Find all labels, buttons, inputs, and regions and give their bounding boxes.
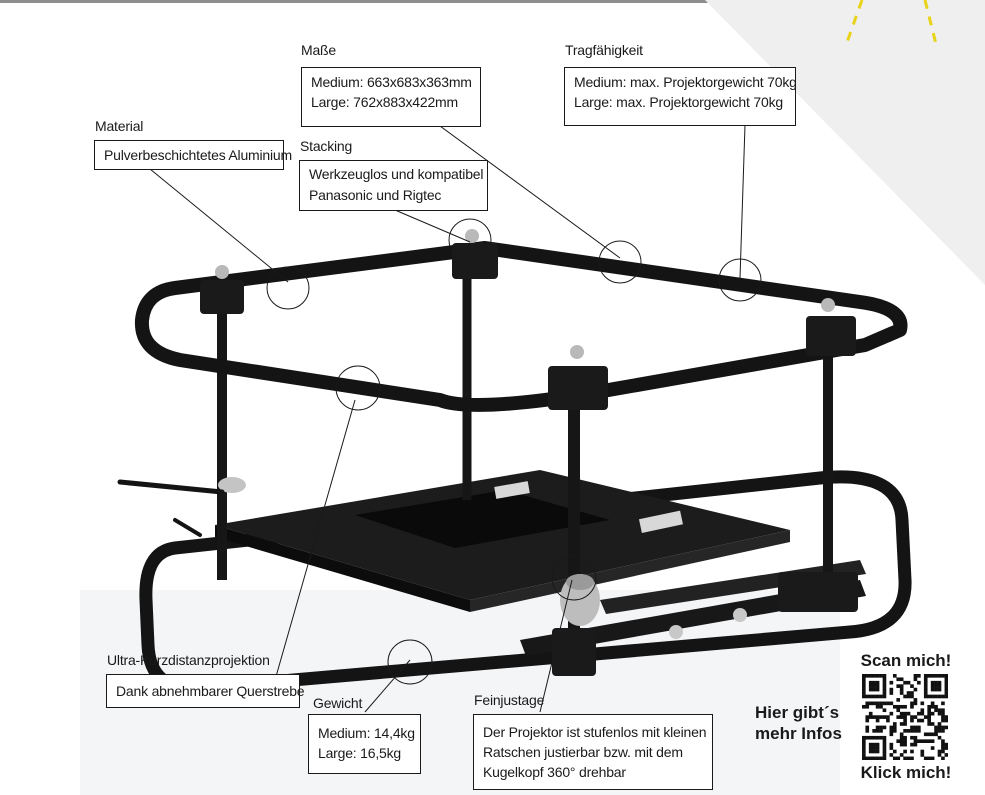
gewicht-line-medium: Medium: 14,4kg xyxy=(318,725,415,741)
feinjustage-line-3: Kugelkopf 360° drehbar xyxy=(483,764,626,780)
tragfaehigkeit-line-large: Large: max. Projektorgewicht 70kg xyxy=(574,94,783,110)
accent-ray-right xyxy=(923,0,939,49)
detail-markers xyxy=(266,218,762,685)
tragfaehigkeit-line-medium: Medium: max. Projektorgewicht 70kg xyxy=(574,74,797,90)
info-text: Hier gibt´s mehr Infos xyxy=(755,702,850,744)
qr-code-icon xyxy=(862,674,949,761)
gewicht-callout: Medium: 14,4kg Large: 16,5kg xyxy=(308,714,421,774)
feinjustage-line-2: Ratschen justierbar bzw. mit dem xyxy=(483,744,683,760)
ultra-callout: Dank abnehmbarer Querstrebe xyxy=(106,674,305,708)
masse-callout: Medium: 663x683x363mm Large: 762x883x422… xyxy=(301,67,481,127)
background-shape xyxy=(705,0,985,285)
ultra-title: Ultra-Kurzdistanzprojektion xyxy=(107,652,270,668)
stacking-line-1: Werkzeuglos und kompatibel xyxy=(309,166,484,182)
scan-label: Scan mich! xyxy=(860,651,952,670)
info-line-2: mehr Infos xyxy=(755,724,842,743)
material-callout: Pulverbeschichtetes Aluminium xyxy=(94,140,292,170)
tragfaehigkeit-callout: Medium: max. Projektorgewicht 70kg Large… xyxy=(564,67,797,126)
click-label[interactable]: Klick mich! xyxy=(860,763,952,782)
ultra-line: Dank abnehmbarer Querstrebe xyxy=(116,683,305,699)
feinjustage-callout: Der Projektor ist stufenlos mit kleinen … xyxy=(473,714,713,790)
tragfaehigkeit-title: Tragfähigkeit xyxy=(565,42,643,58)
stacking-title: Stacking xyxy=(300,138,353,154)
stacking-callout: Werkzeuglos und kompatibel Panasonic und… xyxy=(299,160,488,211)
masse-line-medium: Medium: 663x683x363mm xyxy=(311,74,472,90)
material-line: Pulverbeschichtetes Aluminium xyxy=(104,147,292,163)
projector-frame-photo xyxy=(117,229,912,695)
leader-lines xyxy=(149,124,746,713)
qr-code[interactable] xyxy=(862,674,949,765)
stacking-line-2: Panasonic und Rigtec xyxy=(309,187,442,203)
feinjustage-line-1: Der Projektor ist stufenlos mit kleinen xyxy=(483,724,707,740)
accent-ray-left xyxy=(843,0,864,49)
gewicht-title: Gewicht xyxy=(313,695,363,711)
material-title: Material xyxy=(95,118,144,134)
feinjustage-title: Feinjustage xyxy=(474,692,545,708)
masse-line-large: Large: 762x883x422mm xyxy=(311,94,458,110)
gewicht-line-large: Large: 16,5kg xyxy=(318,745,402,761)
masse-title: Maße xyxy=(301,42,336,58)
info-line-1: Hier gibt´s xyxy=(755,703,840,722)
top-rule xyxy=(0,0,985,3)
